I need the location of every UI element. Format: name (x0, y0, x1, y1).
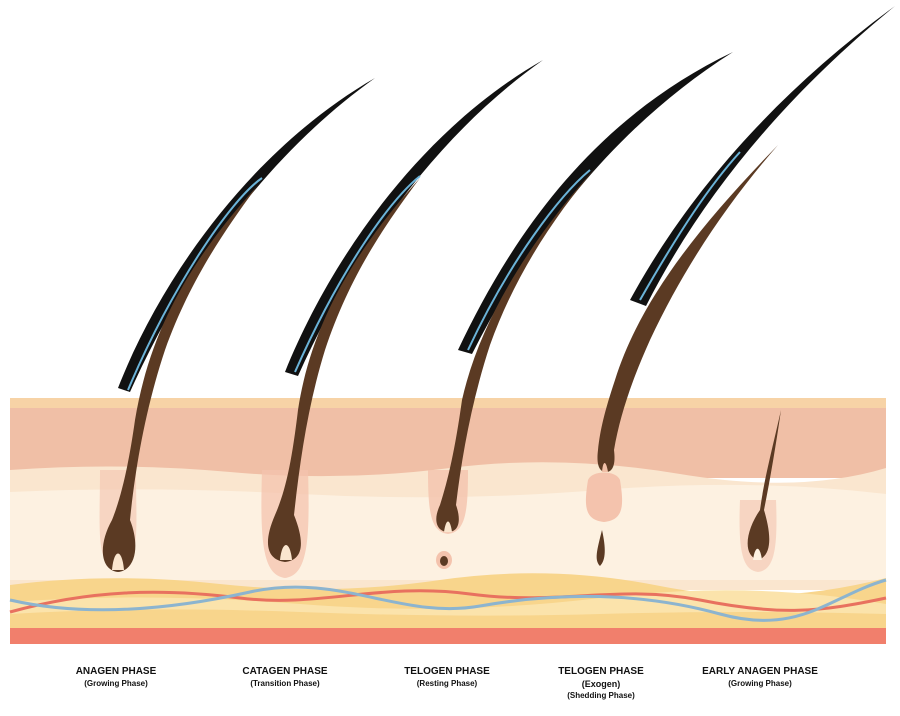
phase-title: TELOGEN PHASE (404, 666, 490, 677)
early-anagen-phase-label: EARLY ANAGEN PHASE (Growing Phase) (675, 665, 845, 689)
exogen-hair-highlight (639, 151, 741, 301)
telogen-hair-highlight (467, 169, 591, 351)
anagen-black-hair-shaft (118, 78, 375, 392)
telogen-black-hair-shaft (458, 52, 733, 354)
anagen-phase-label: ANAGEN PHASE (Growing Phase) (31, 665, 201, 689)
exogen-bulb-notch (602, 463, 608, 472)
exogen-follicle-sheath (585, 472, 623, 522)
telogen-hair (428, 52, 733, 569)
phase-title: TELOGEN PHASE (558, 666, 644, 677)
anagen-brown-hair-root (102, 185, 258, 572)
catagen-phase-label: CATAGEN PHASE (Transition Phase) (200, 665, 370, 689)
anagen-bulb-notch (112, 553, 124, 570)
telogen-papilla-core (440, 556, 448, 566)
early-anagen-bulb-notch (753, 548, 762, 560)
phase-title: CATAGEN PHASE (242, 666, 328, 677)
phase-subtitle: (Transition Phase) (250, 679, 320, 688)
base-layer (10, 628, 886, 644)
exogen-hair (585, 6, 895, 566)
epidermis-layer (10, 408, 886, 478)
catagen-brown-hair-root (267, 178, 420, 562)
early-anagen-brown-hair (747, 410, 781, 560)
exogen-brown-hair-root (597, 145, 778, 472)
vein-line (9, 578, 887, 622)
phase-subtitle: (Shedding Phase) (567, 691, 635, 700)
phase-exogen-line: (Exogen) (581, 679, 621, 689)
epidermis-top-line (10, 398, 886, 408)
hair-growth-cycle-diagram (9, 6, 895, 644)
early-anagen-hair (739, 410, 781, 572)
catagen-black-hair-shaft (285, 60, 543, 376)
catagen-hair-highlight (294, 175, 421, 373)
fat-layer (10, 573, 886, 628)
anagen-hair-highlight (127, 177, 263, 391)
catagen-hair (261, 60, 543, 578)
telogen-phase-label: TELOGEN PHASE (Resting Phase) (362, 665, 532, 689)
telogen-bulb-notch (444, 521, 452, 532)
phase-title: ANAGEN PHASE (75, 666, 157, 677)
phase-subtitle: (Growing Phase) (728, 679, 792, 688)
phase-subtitle: (Resting Phase) (416, 679, 478, 688)
artery-line (9, 589, 887, 614)
phase-title: EARLY ANAGEN PHASE (702, 666, 818, 677)
anagen-hair (99, 78, 375, 572)
catagen-bulb-notch (280, 545, 292, 560)
exogen-new-germ (596, 530, 605, 566)
exogen-black-hair-shaft (630, 6, 895, 306)
telogen-brown-hair-root (436, 165, 598, 532)
phase-subtitle: (Growing Phase) (84, 679, 148, 688)
exogen-phase-label: TELOGEN PHASE (Exogen) (Shedding Phase) (516, 665, 686, 701)
